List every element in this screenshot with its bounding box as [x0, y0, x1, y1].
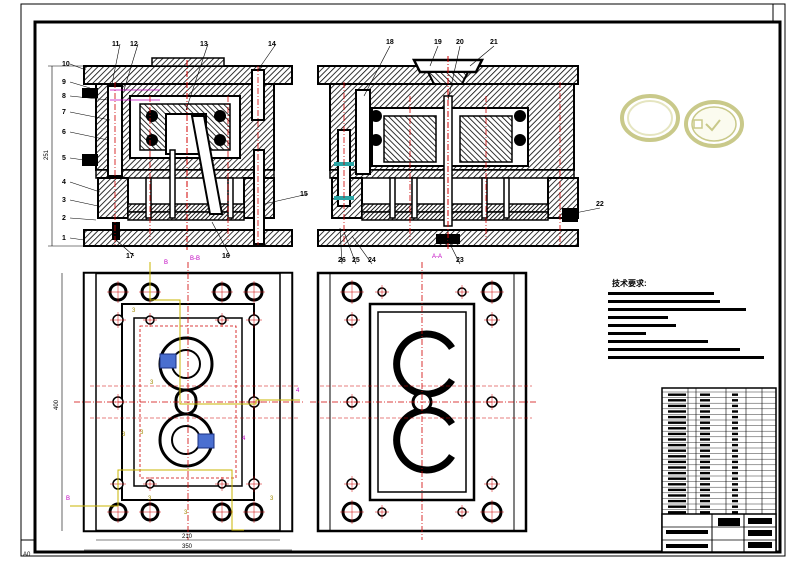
balloon-label: 4	[62, 179, 66, 186]
balloon-label: 26	[338, 257, 346, 264]
balloon-label: 9	[62, 79, 66, 86]
balloon-label: 22	[596, 201, 604, 208]
balloon-label: 15	[300, 191, 308, 198]
section-mark-aa: A-A	[432, 254, 442, 260]
balloon-label: 24	[368, 257, 376, 264]
balloon-label: 25	[352, 257, 360, 264]
balloon-label: 7	[62, 109, 66, 116]
balloon-label: 8	[62, 93, 66, 100]
section-mark: 3	[132, 308, 136, 314]
section-mark: 3	[184, 510, 188, 516]
section-mark: 3	[270, 496, 274, 502]
tech-req-line	[608, 340, 708, 343]
tech-req-line	[608, 292, 714, 295]
corner-mark: A0	[23, 552, 31, 558]
section-mark: 3	[150, 380, 154, 386]
right-section-labels: 18 19 20 21 22 23 24 25 26	[338, 39, 604, 265]
left-plan-view	[61, 262, 304, 551]
balloon-label: 6	[62, 129, 66, 136]
balloon-label: 11	[112, 41, 120, 48]
section-mark: B	[164, 260, 168, 266]
tech-req-line	[608, 356, 764, 359]
tech-req-line	[608, 348, 740, 351]
part-3d-views	[620, 94, 744, 148]
plan-height-dim: 400	[54, 399, 60, 410]
technical-requirements: 技术要求:	[608, 278, 764, 359]
balloon-label: 3	[62, 197, 66, 204]
plan-inner-width-dim: 210	[182, 534, 193, 540]
tech-req-line	[608, 316, 668, 319]
balloon-label: 10	[62, 61, 70, 68]
balloon-label: 18	[386, 39, 394, 46]
tech-req-line	[608, 324, 676, 327]
balloon-label: 2	[62, 215, 66, 222]
tech-req-title: 技术要求:	[612, 278, 647, 288]
section-mark: 4	[242, 436, 246, 442]
balloon-label: 1	[62, 235, 66, 242]
tech-req-lines	[608, 292, 764, 359]
section-mark: 4	[296, 388, 300, 394]
plan-outer-width-dim: 350	[182, 544, 193, 550]
balloon-label: 23	[456, 257, 464, 264]
balloon-label: 21	[490, 39, 498, 46]
tech-req-line	[608, 308, 746, 311]
tech-req-line	[608, 300, 720, 303]
title-block	[661, 387, 777, 553]
balloon-label: 13	[200, 41, 208, 48]
balloon-label: 5	[62, 155, 66, 162]
balloon-label: 19	[434, 39, 442, 46]
left-section-height-dim: 251	[44, 149, 50, 160]
section-mark: 3	[148, 496, 152, 502]
section-mark: B	[66, 496, 70, 502]
balloon-label: 16	[222, 253, 230, 260]
section-mark: 3	[140, 430, 144, 436]
balloon-label: 17	[126, 253, 134, 260]
left-section-view	[48, 57, 293, 250]
section-mark: B-B	[190, 256, 200, 262]
right-plan-view	[310, 262, 536, 540]
tech-req-line	[608, 332, 646, 335]
balloon-label: 14	[268, 41, 276, 48]
section-mark: 3	[122, 432, 126, 438]
balloon-label: 12	[130, 41, 138, 48]
balloon-label: 20	[456, 39, 464, 46]
sheet-border	[20, 3, 786, 557]
right-section-view	[317, 56, 579, 250]
